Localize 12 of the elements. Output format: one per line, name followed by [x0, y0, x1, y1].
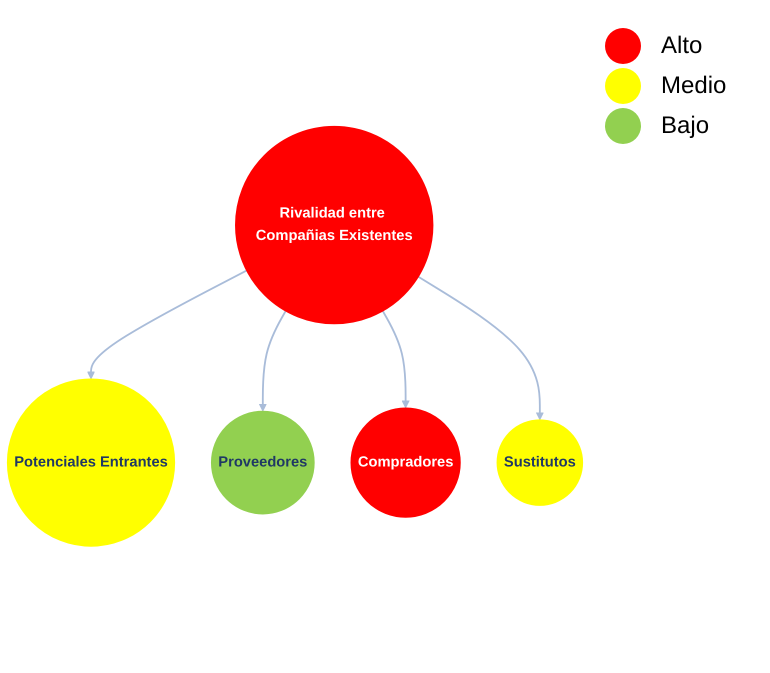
- node-circle: Sustitutos: [496, 420, 584, 506]
- arrow: [418, 276, 544, 420]
- arrow: [382, 310, 410, 408]
- legend-label: Alto: [661, 32, 702, 60]
- node-circle: Potenciales Entrantes: [6, 378, 176, 547]
- node-circle: Proveedores: [210, 410, 315, 515]
- arrow: [258, 310, 286, 412]
- legend-label: Medio: [661, 72, 726, 100]
- node-circle: Rivalidad entre Compañias Existentes: [235, 126, 434, 324]
- legend-label: Bajo: [661, 112, 710, 140]
- arrow: [86, 270, 248, 380]
- node-circle: Compradores: [350, 408, 461, 518]
